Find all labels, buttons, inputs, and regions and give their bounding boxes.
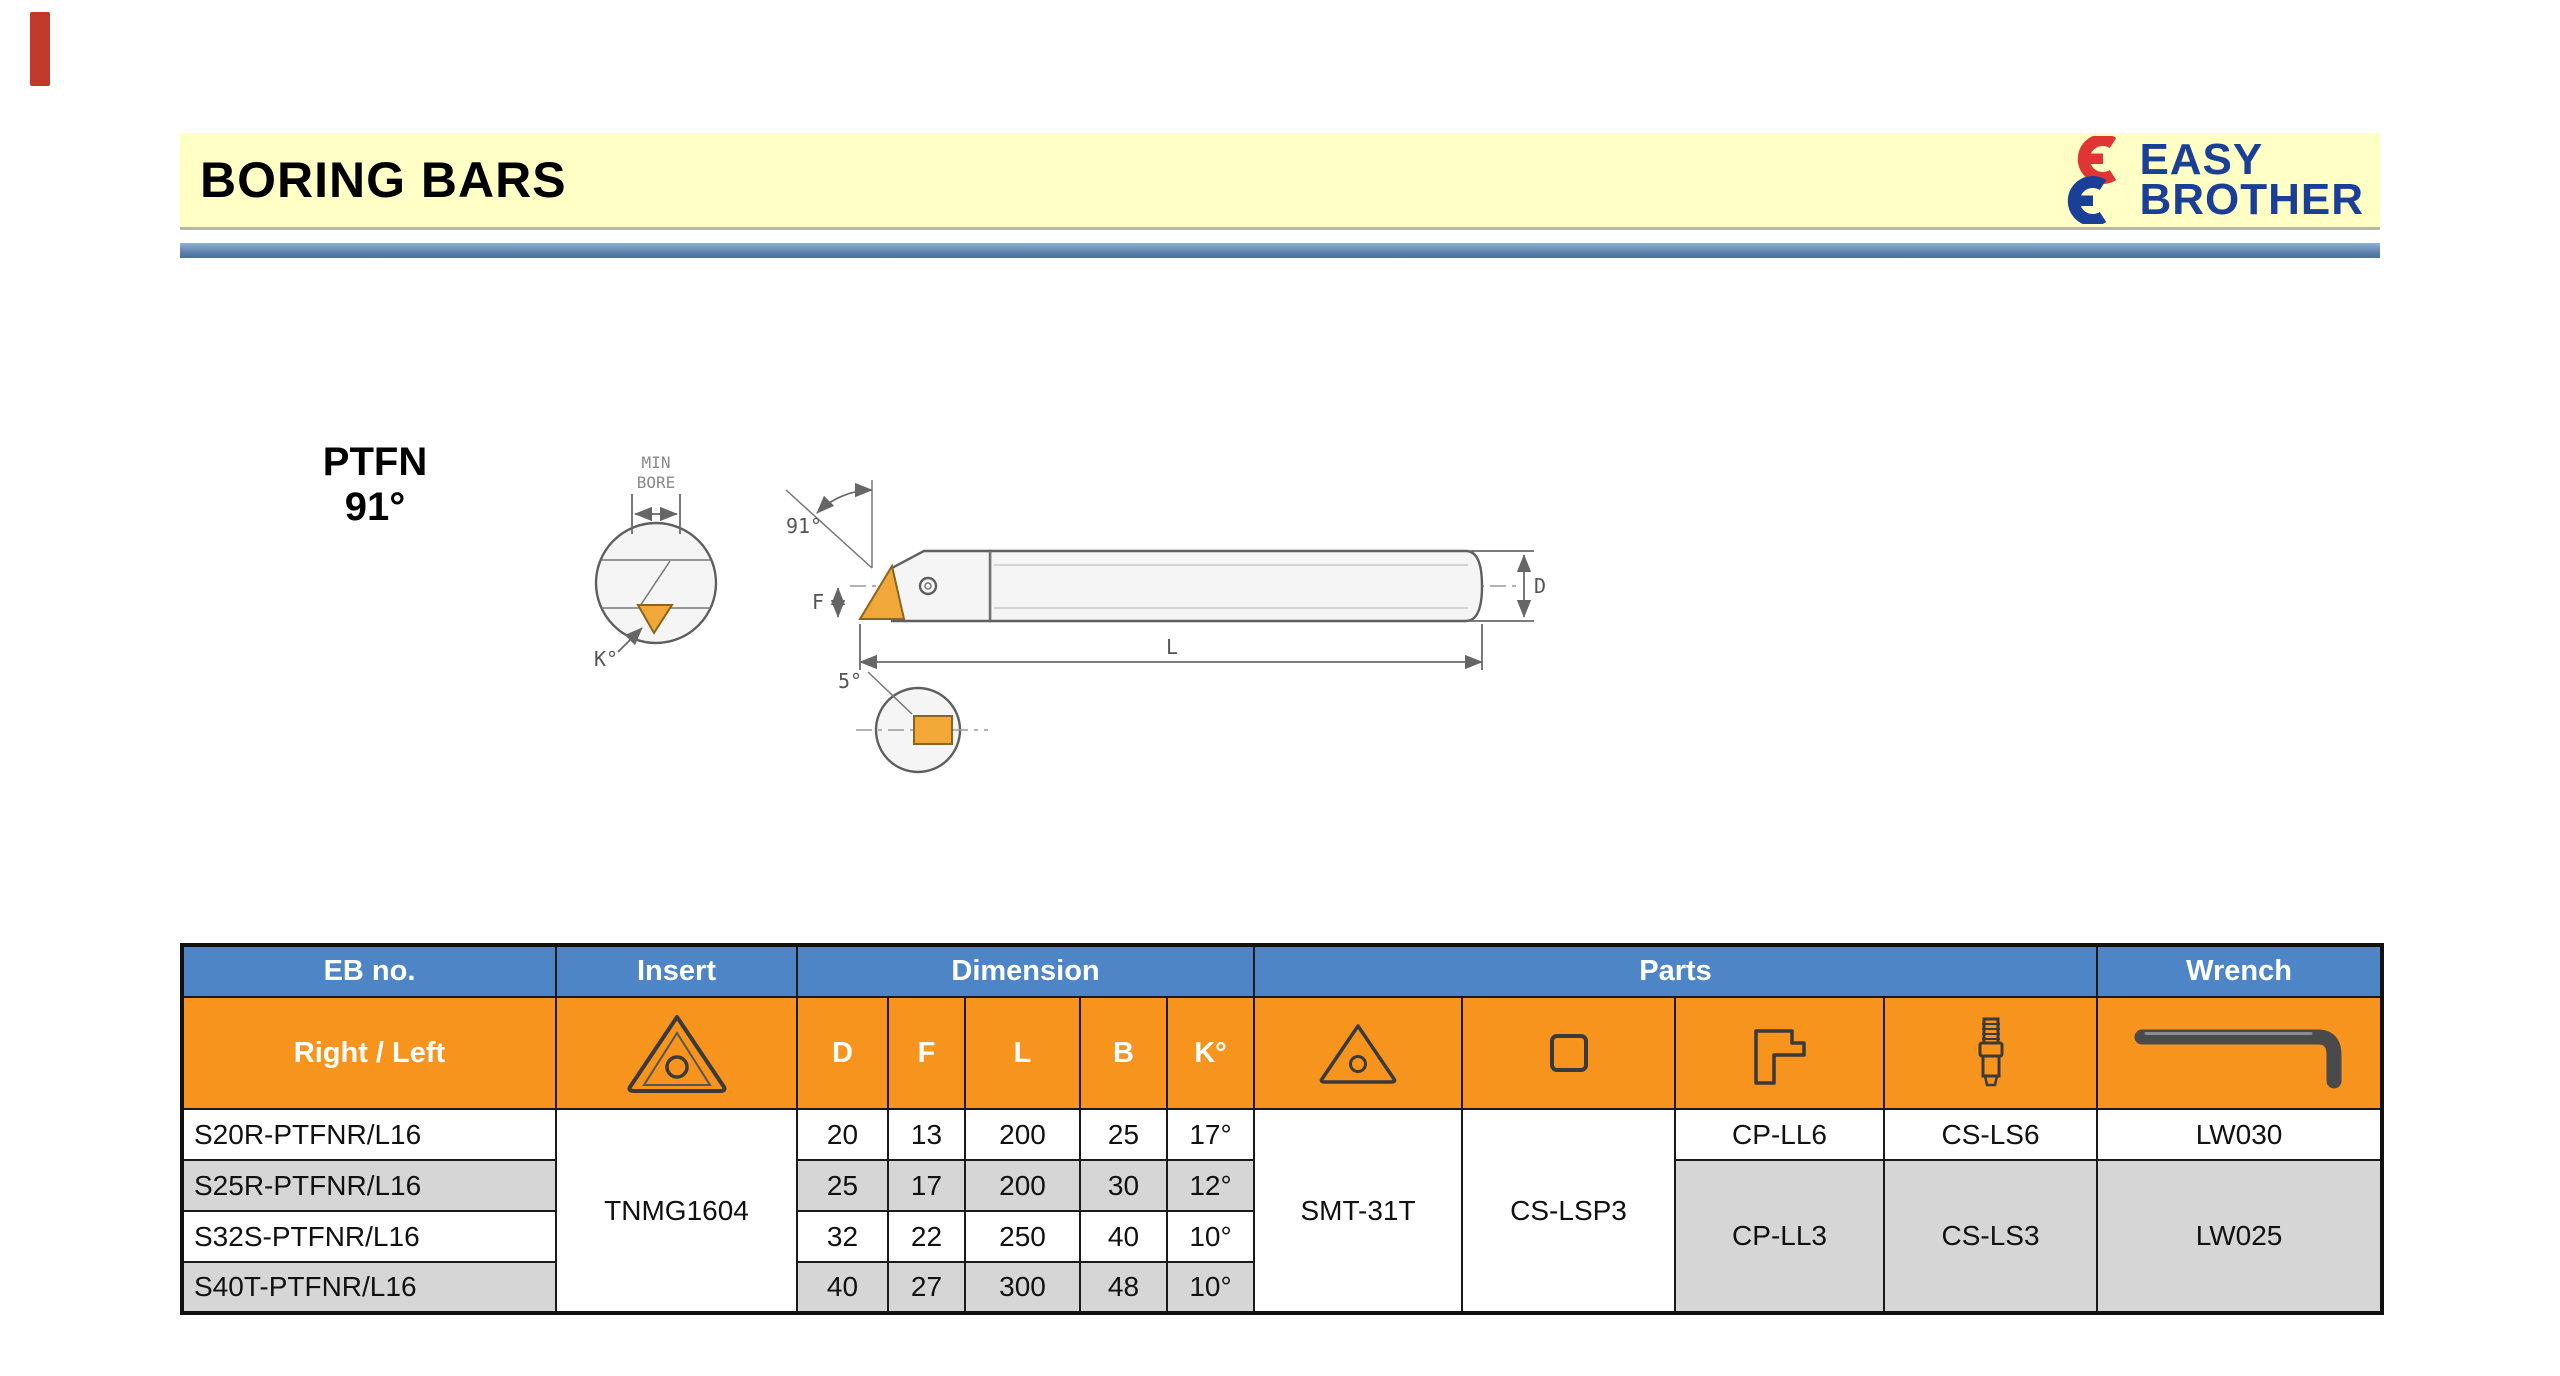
- clamp-cell: CP-LL6: [1674, 1108, 1886, 1161]
- accent-bar: [180, 243, 2380, 258]
- k-angle-label: K°: [594, 647, 618, 671]
- dim-label-f: F: [812, 590, 824, 614]
- header-screw-icon-cell: [1883, 996, 2099, 1110]
- k-cell: 10°: [1165, 1210, 1256, 1263]
- header-right-left: Right / Left: [181, 996, 557, 1110]
- screw-icon: [1978, 1017, 2004, 1087]
- l-cell: 200: [964, 1108, 1081, 1161]
- l-cell: 250: [964, 1210, 1081, 1263]
- header-insert: Insert: [555, 944, 798, 998]
- wrench-icon: [2134, 1029, 2342, 1089]
- table-sub-header-row: Right / Left D F L B K°: [181, 996, 2384, 1110]
- dim-label-d: D: [1534, 574, 1546, 598]
- eb-cell: S25R-PTFNR/L16: [181, 1159, 557, 1212]
- insert-bottom: [913, 715, 953, 745]
- header-k: K°: [1165, 996, 1256, 1110]
- eb-cell: S20R-PTFNR/L16: [181, 1108, 557, 1161]
- header-parts: Parts: [1253, 944, 2099, 998]
- shim-cell: CS-LSP3: [1461, 1108, 1677, 1314]
- wrench-cell: LW030: [2096, 1108, 2384, 1161]
- dim-label-l: L: [1166, 635, 1178, 659]
- screw-cell: CS-LS6: [1883, 1108, 2099, 1161]
- eb-cell: S40T-PTFNR/L16: [181, 1261, 557, 1314]
- model-angle: 91°: [344, 484, 406, 529]
- model-name: PTFN: [322, 440, 428, 484]
- parts-insert-cell: SMT-31T: [1253, 1108, 1464, 1314]
- l-cell: 300: [964, 1261, 1081, 1314]
- b-cell: 30: [1079, 1159, 1168, 1212]
- l-cell: 200: [964, 1159, 1081, 1212]
- b-cell: 40: [1079, 1210, 1168, 1263]
- k-cell: 12°: [1165, 1159, 1256, 1212]
- table-row: S32S-PTFNR/L16 32 22 250 40 10°: [181, 1210, 2382, 1263]
- d-cell: 20: [796, 1108, 889, 1161]
- d-cell: 32: [796, 1210, 889, 1263]
- header-dimension: Dimension: [795, 944, 1256, 998]
- brand-name: EASY BROTHER: [2139, 134, 2364, 224]
- brand-line1: EASY: [2139, 134, 2264, 184]
- clamp-cell: CP-LL3: [1674, 1159, 1886, 1314]
- b-cell: 48: [1079, 1261, 1168, 1314]
- header-shim-icon-cell: [1461, 996, 1677, 1110]
- header-wrench-icon-cell: [2096, 996, 2384, 1110]
- model-label: PTFN 91°: [270, 440, 480, 530]
- insert-front: [636, 604, 674, 635]
- brand-logo: EASY BROTHER: [2053, 136, 2364, 224]
- header-band: BORING BARS EASY BROTHER: [180, 133, 2380, 230]
- header-parts-insert-icon-cell: [1253, 996, 1464, 1110]
- triangle-insert-icon: [1319, 1024, 1397, 1084]
- min-bore-label-1: MIN: [642, 453, 671, 472]
- min-bore-label-2: BORE: [637, 473, 676, 492]
- insert-icon: [627, 1015, 726, 1093]
- header-insert-icon-cell: [555, 996, 798, 1110]
- k-cell: 10°: [1165, 1261, 1256, 1314]
- corner-mark: [30, 12, 50, 86]
- header-l: L: [964, 996, 1081, 1110]
- table-group-header-row: EB no. Insert Dimension Parts Wrench: [181, 944, 2384, 998]
- f-cell: 13: [887, 1108, 966, 1161]
- header-wrench: Wrench: [2096, 944, 2384, 998]
- brand-line2: BROTHER: [2139, 175, 2364, 224]
- header-clamp-icon-cell: [1674, 996, 1886, 1110]
- bottom-view: 5°: [838, 669, 988, 774]
- logo-mark-blue: [2068, 176, 2107, 224]
- header-b: B: [1079, 996, 1168, 1110]
- clamp-screw-detail: [918, 576, 938, 596]
- f-cell: 27: [887, 1261, 966, 1314]
- d-cell: 25: [796, 1159, 889, 1212]
- shim-icon: [1549, 1034, 1588, 1072]
- angle-91-label: 91°: [786, 514, 822, 538]
- table-row: S40T-PTFNR/L16 40 27 300 48 10°: [181, 1261, 2382, 1314]
- front-view: MIN BORE K°: [594, 453, 718, 671]
- technical-drawing: MIN BORE K° 91° F: [594, 453, 1546, 774]
- k-cell: 17°: [1165, 1108, 1256, 1161]
- header-f: F: [887, 996, 966, 1110]
- eb-cell: S32S-PTFNR/L16: [181, 1210, 557, 1263]
- spec-table: EB no. Insert Dimension Parts Wrench Rig…: [180, 943, 2385, 1315]
- header-eb-no: EB no.: [181, 944, 557, 998]
- side-view: 91° F L D: [785, 480, 1546, 670]
- screw-cell: CS-LS3: [1883, 1159, 2099, 1314]
- angle-5-label: 5°: [838, 669, 862, 693]
- logo-mark-red: [2078, 136, 2117, 184]
- wrench-cell: LW025: [2096, 1159, 2384, 1314]
- f-cell: 17: [887, 1159, 966, 1212]
- table-row: S20R-PTFNR/L16 TNMG1604 20 13 200 25 17°…: [181, 1108, 2384, 1314]
- header-d: D: [796, 996, 889, 1110]
- f-cell: 22: [887, 1210, 966, 1263]
- insert-model-cell: TNMG1604: [555, 1108, 798, 1314]
- table-row: S25R-PTFNR/L16 25 17 200 30 12° CP-LL3 C…: [181, 1159, 2384, 1314]
- insert-side: [858, 563, 906, 620]
- d-cell: 40: [796, 1261, 889, 1314]
- b-cell: 25: [1079, 1108, 1168, 1161]
- clamp-icon: [1753, 1029, 1806, 1085]
- page-title: BORING BARS: [200, 152, 567, 208]
- logo-mark: [2068, 136, 2117, 224]
